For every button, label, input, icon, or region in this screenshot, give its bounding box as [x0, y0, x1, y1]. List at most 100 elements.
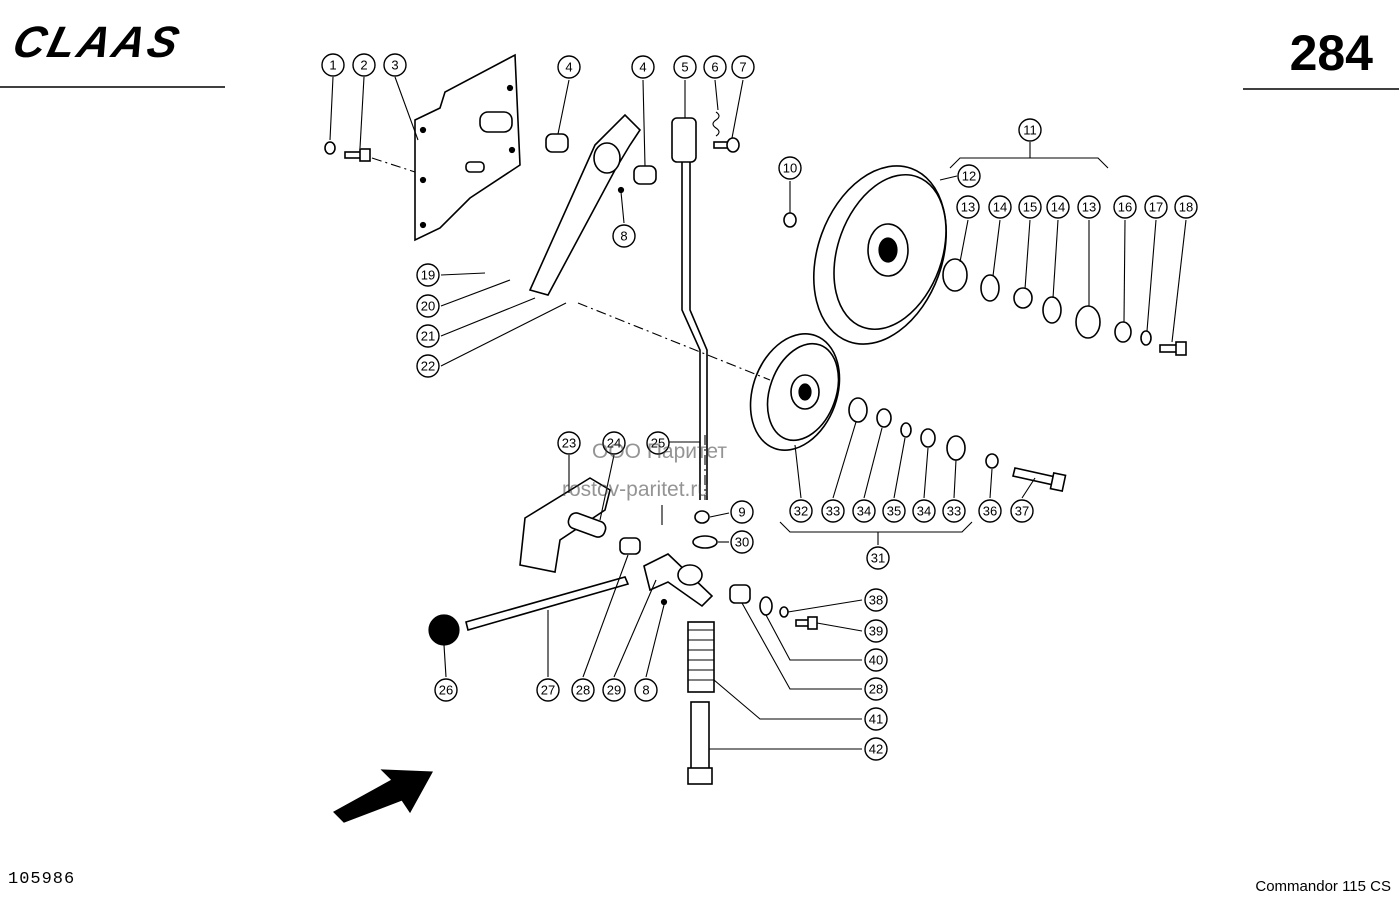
- small-pulley: [749, 333, 841, 451]
- svg-text:12: 12: [962, 169, 976, 184]
- svg-text:27: 27: [541, 683, 555, 698]
- callout: 15: [1018, 195, 1042, 219]
- callout: 30: [730, 530, 754, 554]
- pin-8: [617, 186, 625, 194]
- callout: 3: [383, 53, 407, 77]
- callout: 10: [778, 156, 802, 180]
- arrow-icon: [333, 769, 433, 823]
- svg-text:33: 33: [947, 504, 961, 519]
- bearing-33b: [946, 435, 966, 461]
- bearing-13a: [942, 258, 968, 292]
- svg-text:38: 38: [869, 593, 883, 608]
- callout: 31: [866, 546, 890, 570]
- svg-text:13: 13: [1082, 200, 1096, 215]
- svg-text:4: 4: [565, 60, 572, 75]
- bolt-2: [344, 148, 371, 162]
- callout: 22: [416, 354, 440, 378]
- circlip-34a: [876, 408, 892, 428]
- leader-lines: [329, 76, 1187, 750]
- bolt-18: [1159, 341, 1187, 356]
- svg-text:14: 14: [993, 200, 1007, 215]
- callout: 14: [988, 195, 1012, 219]
- callout: 18: [1174, 195, 1198, 219]
- svg-text:30: 30: [735, 535, 749, 550]
- rod-5: [671, 117, 708, 500]
- callout: 14: [1046, 195, 1070, 219]
- callout: 39: [864, 619, 888, 643]
- large-pulley: [812, 165, 948, 345]
- model-name: Commandor 115 CS: [1255, 878, 1391, 895]
- callout: 13: [1077, 195, 1101, 219]
- svg-text:15: 15: [1023, 200, 1037, 215]
- svg-text:7: 7: [739, 60, 746, 75]
- svg-text:29: 29: [607, 683, 621, 698]
- svg-text:39: 39: [869, 624, 883, 639]
- callout: 36: [978, 499, 1002, 523]
- circlip-14b: [1042, 296, 1062, 324]
- support-bracket: [519, 477, 611, 573]
- bracket-plate: [414, 53, 521, 242]
- callout: 33: [821, 499, 845, 523]
- bearing-33a: [848, 397, 868, 423]
- callout: 21: [416, 324, 440, 348]
- svg-text:26: 26: [439, 683, 453, 698]
- svg-text:24: 24: [607, 436, 621, 451]
- washer-30: [692, 535, 718, 549]
- svg-text:36: 36: [983, 504, 997, 519]
- callout: 12: [957, 164, 981, 188]
- callout: 35: [882, 499, 906, 523]
- svg-text:14: 14: [1051, 200, 1065, 215]
- bushing-4b: [633, 165, 657, 185]
- svg-text:4: 4: [639, 60, 646, 75]
- lever-arm: [528, 113, 642, 296]
- svg-text:2: 2: [360, 58, 367, 73]
- shift-rod-27: [465, 576, 630, 631]
- callout: 28: [571, 678, 595, 702]
- svg-text:25: 25: [651, 436, 665, 451]
- bushing-28a: [619, 537, 641, 555]
- circlip-34b: [920, 428, 936, 448]
- callout: 11: [1018, 118, 1042, 142]
- callout: 26: [434, 678, 458, 702]
- svg-text:10: 10: [783, 161, 797, 176]
- watermark-company: ООО Паритет: [592, 440, 728, 463]
- svg-text:18: 18: [1179, 200, 1193, 215]
- bushing-4a: [545, 133, 569, 153]
- drawing-code: 105986: [8, 870, 76, 889]
- svg-text:33: 33: [826, 504, 840, 519]
- svg-text:3: 3: [391, 58, 398, 73]
- callout: 34: [852, 499, 876, 523]
- callout: 23: [557, 431, 581, 455]
- knob-26: [428, 614, 460, 646]
- bolt-39: [795, 616, 818, 630]
- callout: 24: [602, 431, 626, 455]
- callout: 37: [1010, 499, 1034, 523]
- svg-text:31: 31: [871, 551, 885, 566]
- shift-fork: [643, 553, 714, 608]
- spacer-35: [900, 422, 912, 438]
- svg-text:23: 23: [562, 436, 576, 451]
- svg-text:8: 8: [642, 683, 649, 698]
- callout: 25: [646, 431, 670, 455]
- spring-pin-6: [712, 111, 720, 137]
- svg-text:11: 11: [1023, 123, 1037, 138]
- svg-text:37: 37: [1015, 504, 1029, 519]
- callout: 6: [703, 55, 727, 79]
- bearing-13b: [1075, 305, 1101, 339]
- svg-text:8: 8: [620, 229, 627, 244]
- callout: 13: [956, 195, 980, 219]
- pin-42: [687, 701, 713, 785]
- svg-text:21: 21: [421, 329, 435, 344]
- svg-text:6: 6: [711, 60, 718, 75]
- callout: 42: [864, 737, 888, 761]
- washer-38: [779, 606, 789, 618]
- callout: 33: [942, 499, 966, 523]
- callout: 1: [321, 53, 345, 77]
- svg-text:1: 1: [329, 58, 336, 73]
- callout: 5: [673, 55, 697, 79]
- callout: 8: [634, 678, 658, 702]
- callout: 20: [416, 294, 440, 318]
- callout: 16: [1113, 195, 1137, 219]
- callout: 34: [912, 499, 936, 523]
- washer-36: [985, 453, 999, 469]
